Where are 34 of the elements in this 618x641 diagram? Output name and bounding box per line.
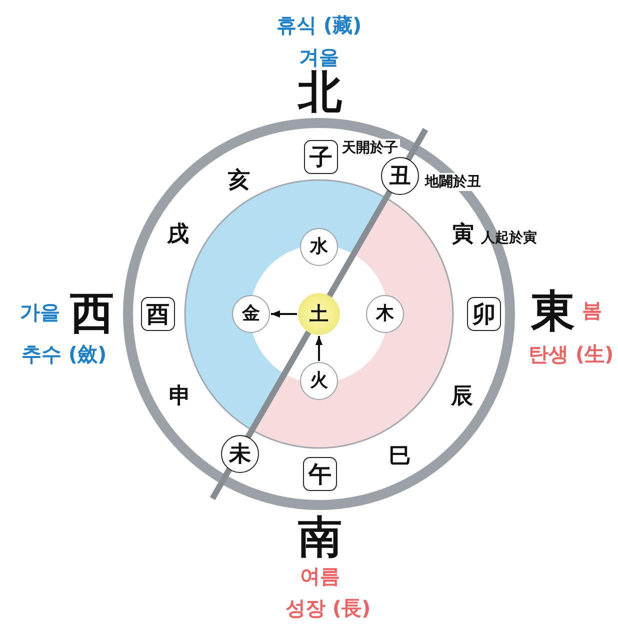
season-text: 겨울 xyxy=(299,47,339,67)
season-text: 가을 xyxy=(20,302,60,322)
element-circle: 水 xyxy=(300,228,338,266)
branch-character: 申 xyxy=(169,385,191,407)
note-text: 人起於寅 xyxy=(481,231,537,245)
note-text: 地闢於丑 xyxy=(423,173,483,191)
branch-circle: 丑 xyxy=(381,157,419,195)
season-text: 추수 (斂) xyxy=(21,344,107,364)
arrow xyxy=(315,336,323,361)
branch-box: 酉 xyxy=(141,297,175,331)
element-circle: 木 xyxy=(366,295,404,333)
branch-character: 巳 xyxy=(389,445,411,467)
season-text: 봄 xyxy=(582,300,602,320)
note-text: 天開於子 xyxy=(340,139,400,157)
branch-box: 子 xyxy=(304,140,338,174)
direction-character: 東 xyxy=(531,290,575,334)
element-circle: 土 xyxy=(298,293,340,335)
branch-circle: 未 xyxy=(221,435,259,473)
direction-character: 西 xyxy=(70,292,114,336)
season-text: 여름 xyxy=(300,566,340,586)
branch-box: 卯 xyxy=(467,297,501,331)
season-text: 성장 (長) xyxy=(285,598,371,618)
branch-character: 戌 xyxy=(167,223,189,245)
season-text: 휴식 (藏) xyxy=(276,15,362,35)
season-text: 탄생 (生) xyxy=(528,344,614,364)
branch-character: 寅 xyxy=(452,223,474,245)
branch-character: 亥 xyxy=(228,169,250,191)
branch-character: 辰 xyxy=(451,385,473,407)
arrow xyxy=(271,310,297,318)
direction-character: 南 xyxy=(298,516,342,560)
direction-character: 北 xyxy=(298,71,342,115)
element-circle: 金 xyxy=(232,295,270,333)
branch-box: 午 xyxy=(303,457,337,491)
element-circle: 火 xyxy=(300,362,338,400)
